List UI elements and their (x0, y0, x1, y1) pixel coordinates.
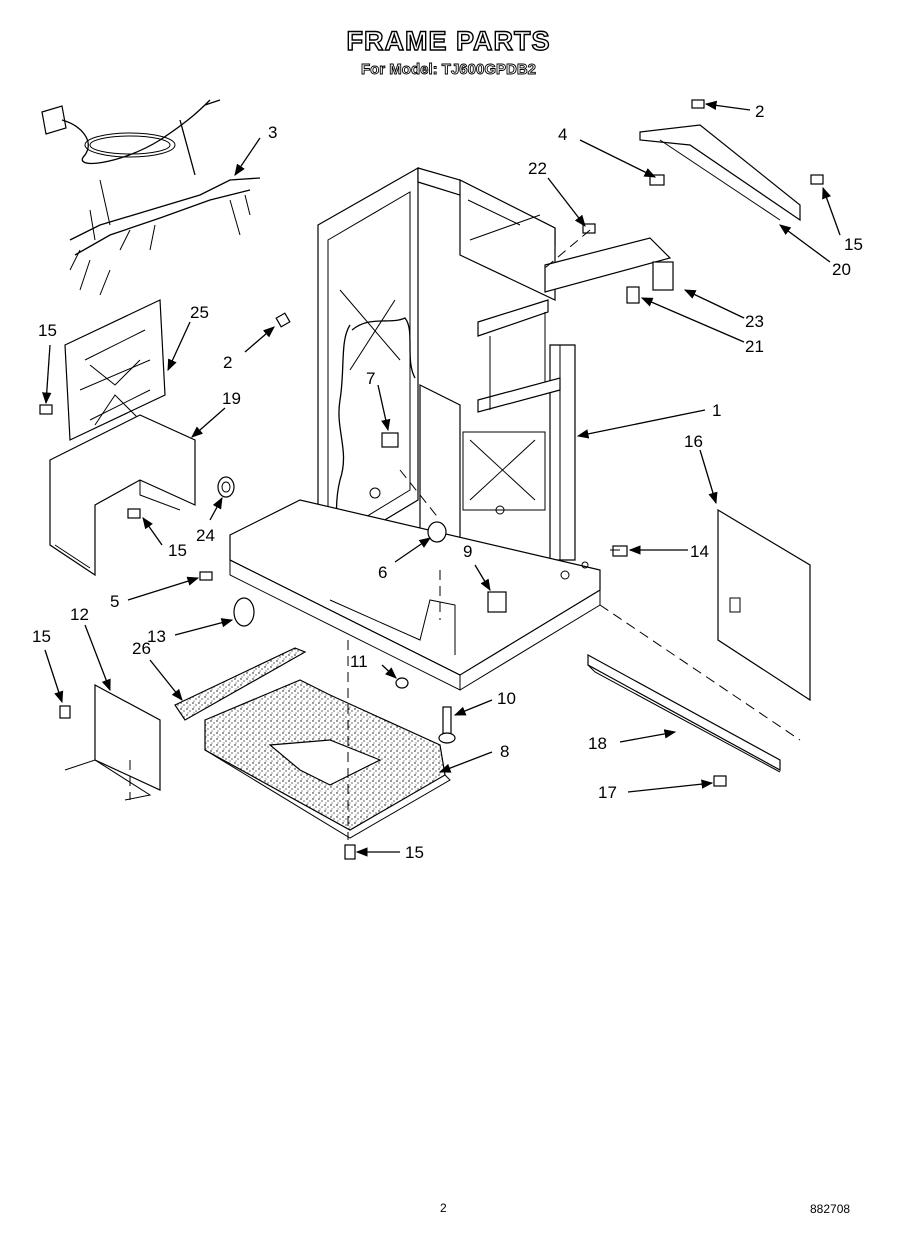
callout-1: 1 (712, 401, 721, 420)
callout-14: 14 (690, 542, 709, 561)
callout-26: 26 (132, 639, 151, 658)
bracket-20 (639, 124, 801, 222)
callout-7: 7 (366, 369, 375, 388)
rail-18 (587, 653, 781, 773)
switch-plate (544, 237, 674, 304)
callout-2-left: 2 (223, 353, 232, 372)
callout-15-left: 15 (38, 321, 57, 340)
bar-26 (174, 647, 307, 721)
panel-16 (717, 508, 811, 702)
callout-3: 3 (268, 123, 277, 142)
callout-16: 16 (684, 432, 703, 451)
callout-numbers: 1 2 2 3 4 5 6 7 8 9 10 11 12 13 14 15 15… (32, 102, 863, 862)
callout-15-bracket: 15 (32, 627, 51, 646)
page-number: 2 (440, 1201, 447, 1215)
callout-21: 21 (745, 337, 764, 356)
cabinet-frame (229, 166, 601, 691)
callout-9: 9 (463, 542, 472, 561)
model-subtitle: For Model: TJ600GPDB2 (360, 61, 537, 79)
callout-18: 18 (588, 734, 607, 753)
callout-13: 13 (147, 627, 166, 646)
callout-2-top: 2 (755, 102, 764, 121)
callout-15-shield: 15 (168, 541, 187, 560)
page-title: FRAME PARTS (346, 25, 551, 56)
callout-15-right: 15 (844, 235, 863, 254)
base-plate-8 (204, 679, 451, 839)
callout-5: 5 (110, 592, 119, 611)
small-hardware (39, 99, 824, 860)
panel-25 (64, 299, 166, 441)
callout-10: 10 (497, 689, 516, 708)
callout-4: 4 (558, 125, 567, 144)
bracket-12 (64, 683, 161, 801)
callout-20: 20 (832, 260, 851, 279)
document-code: 882708 (810, 1202, 851, 1216)
callout-17: 17 (598, 783, 617, 802)
shield-19 (49, 414, 196, 577)
callout-19: 19 (222, 389, 241, 408)
callout-8: 8 (500, 742, 509, 761)
callout-11: 11 (350, 652, 368, 671)
callout-12: 12 (70, 605, 89, 624)
callout-22: 22 (528, 159, 547, 178)
callout-24: 24 (196, 526, 215, 545)
callout-23: 23 (745, 312, 764, 331)
leader-lines (42, 100, 841, 857)
callout-6: 6 (378, 563, 387, 582)
assembly-guide-lines (129, 229, 801, 840)
wire-harness (41, 99, 261, 296)
callout-25: 25 (190, 303, 209, 322)
callout-15-bottom: 15 (405, 843, 424, 862)
